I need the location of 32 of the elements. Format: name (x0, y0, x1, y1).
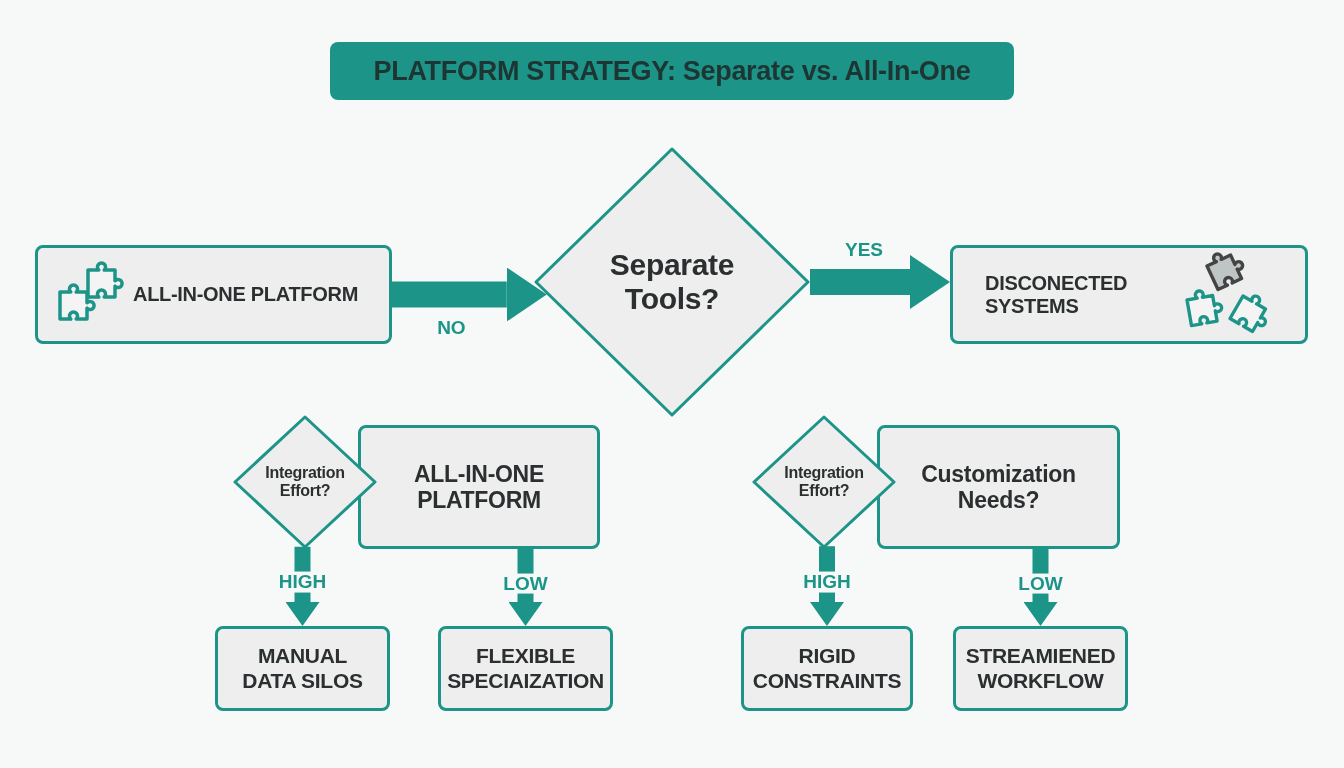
block-arrow (285, 546, 320, 626)
box-label: STREAMIENED WORKFLOW (965, 644, 1116, 693)
box-label: RIGID CONSTRAINTS (752, 644, 902, 693)
block-arrow (810, 255, 950, 309)
process-box (35, 245, 392, 344)
process-box (438, 626, 613, 711)
decision-text: Integration Effort? (264, 463, 346, 501)
block-arrow (392, 267, 547, 322)
box-label: ALL-IN-ONE PLATFORM (413, 460, 545, 514)
block-arrow (1023, 549, 1058, 626)
decision-diamond (534, 147, 810, 417)
decision-diamond (752, 415, 896, 549)
process-box (741, 626, 913, 711)
box-label: MANUAL DATA SILOS (241, 644, 364, 693)
box-label: ALL-IN-ONE PLATFORM (133, 283, 358, 306)
decision-text: Separate Tools? (608, 247, 736, 317)
process-box (950, 245, 1308, 344)
process-box (215, 626, 390, 711)
decision-diamond (233, 415, 377, 549)
block-arrow (508, 549, 543, 626)
process-box (358, 425, 600, 549)
process-box (953, 626, 1128, 711)
box-label: DISCONECTED SYSTEMS (985, 271, 1129, 318)
edge-label: LOW (501, 573, 550, 594)
title-banner: PLATFORM STRATEGY: Separate vs. All-In-One (330, 42, 1014, 100)
decision-text: Integration Effort? (783, 463, 865, 501)
edge-label: LOW (1016, 573, 1065, 594)
box-label: FLEXIBLE SPECIAIZATION (447, 644, 604, 693)
edge-label: HIGH (801, 571, 853, 593)
box-label: Customization Needs? (920, 460, 1077, 514)
process-box (877, 425, 1120, 549)
block-arrow (810, 546, 844, 626)
